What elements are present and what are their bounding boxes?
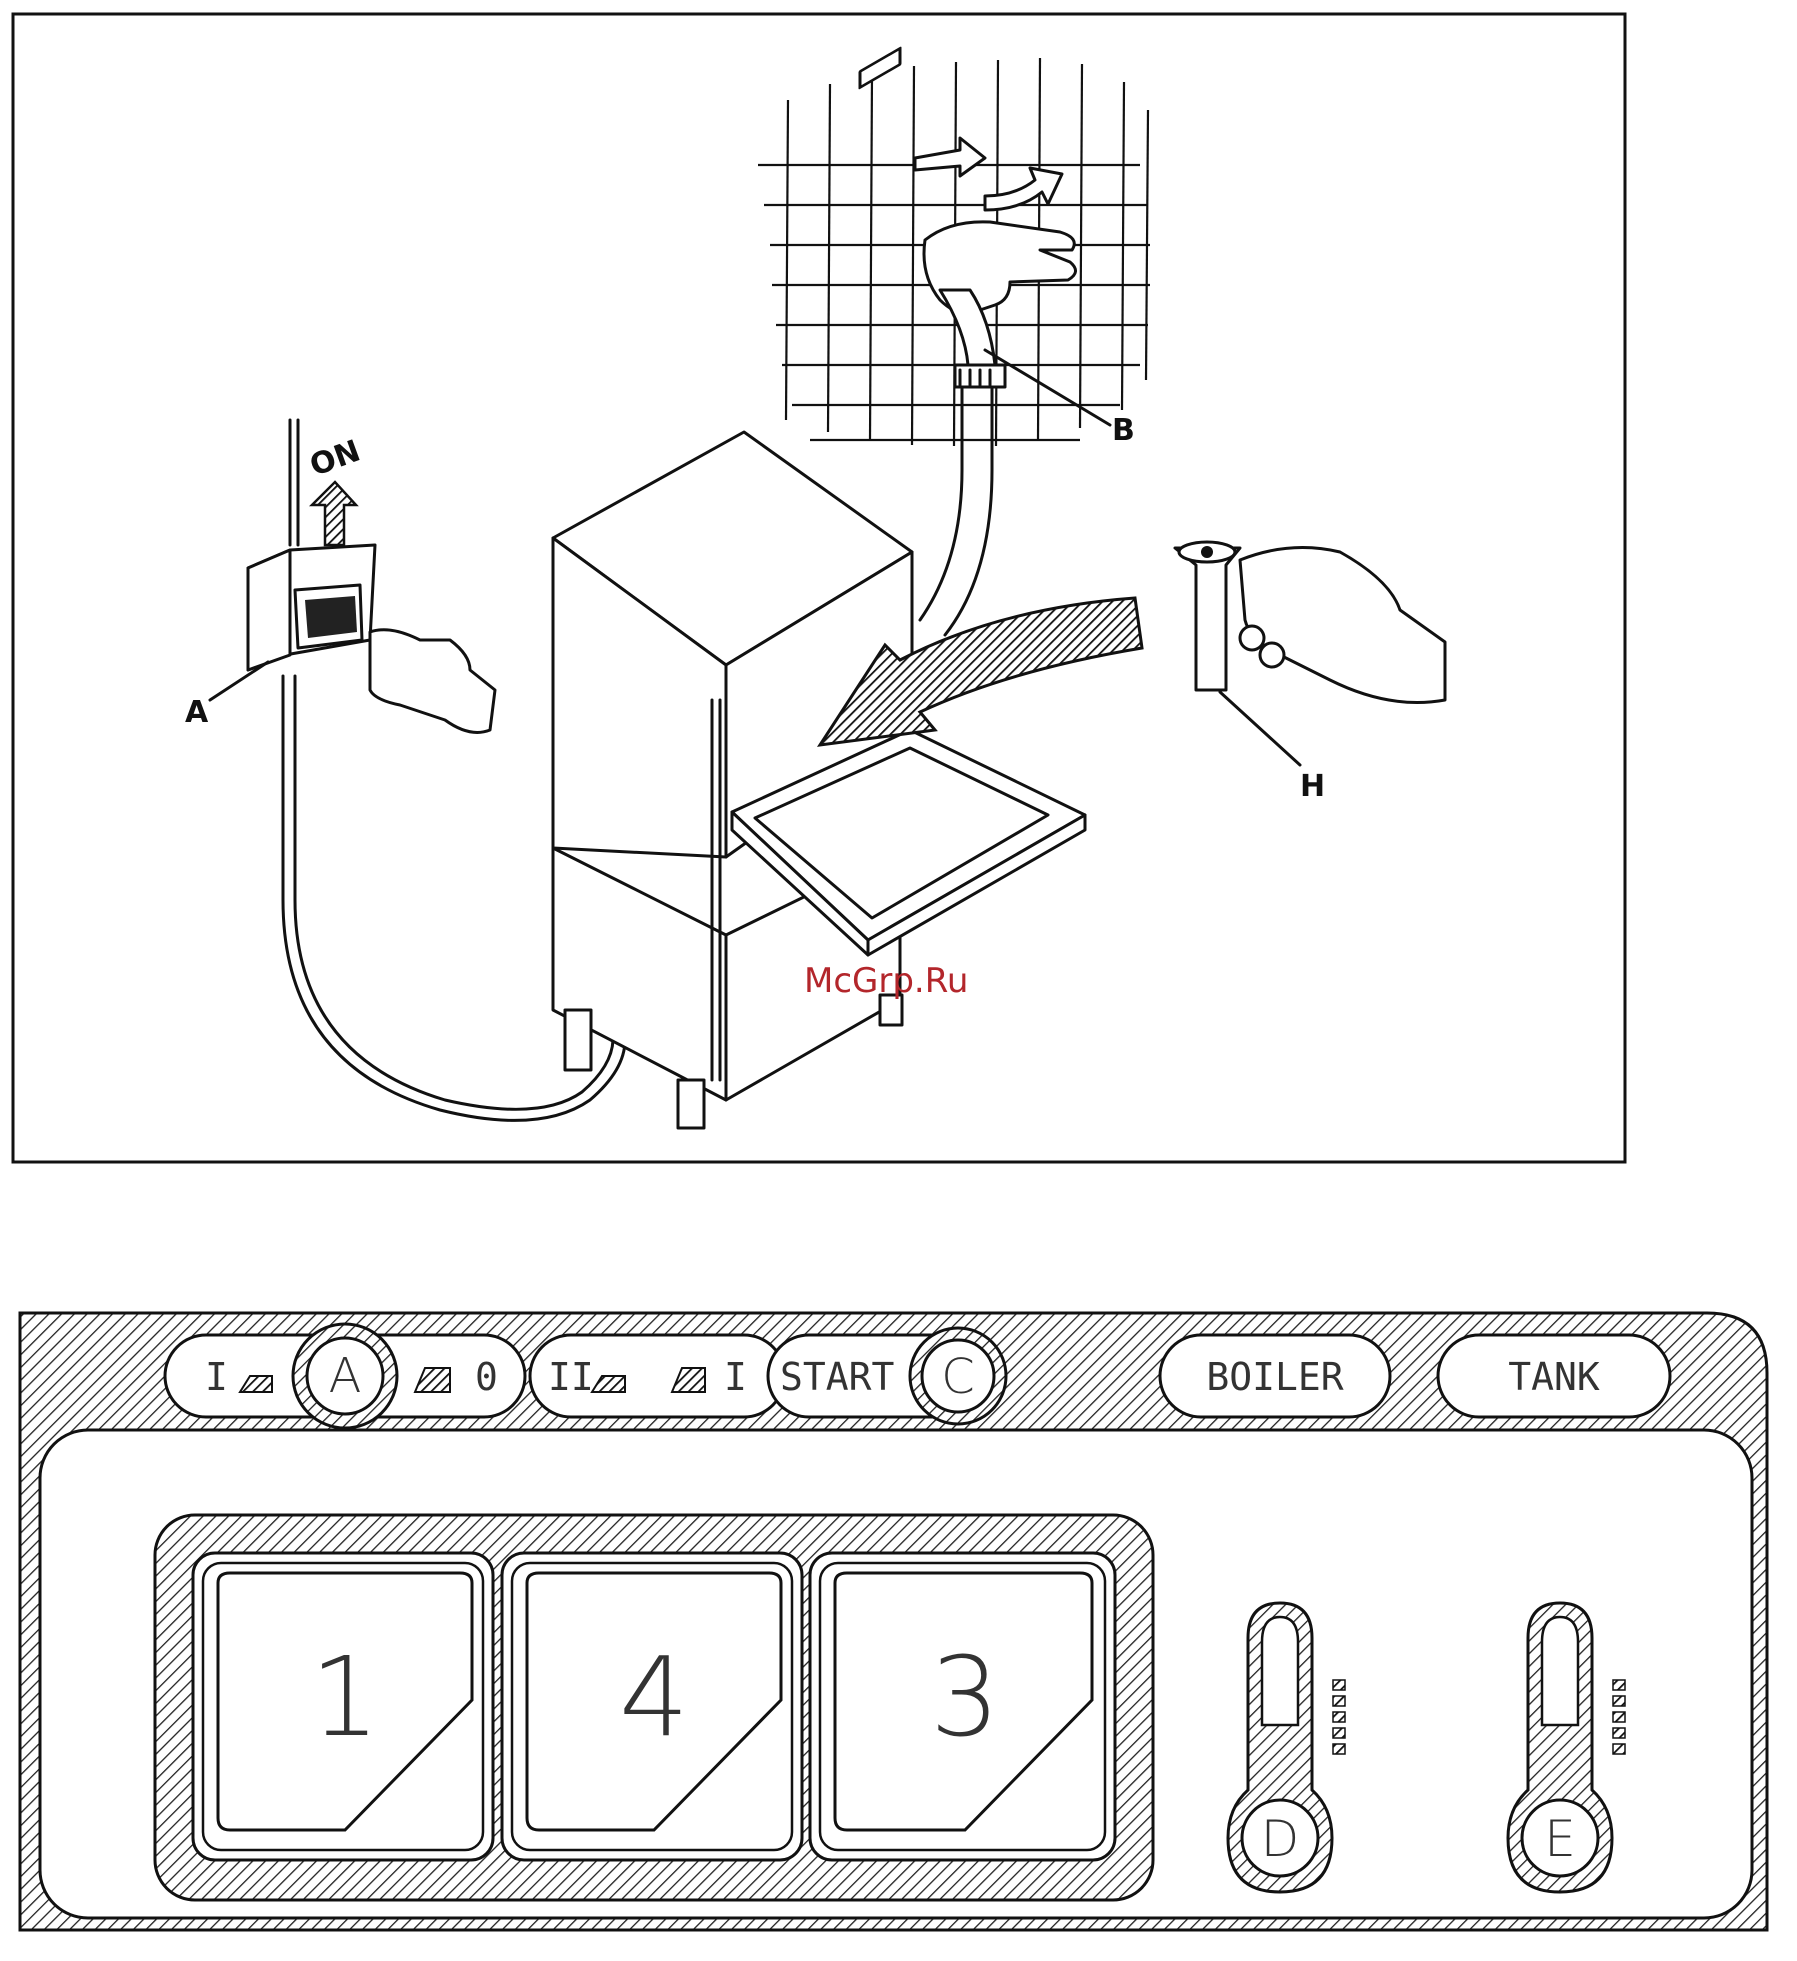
button-4-label: 4 <box>619 1633 689 1761</box>
boiler-label: BOILER <box>1206 1355 1343 1399</box>
start-label: START <box>780 1355 894 1399</box>
program-button-3[interactable]: 3 <box>810 1553 1115 1860</box>
switch-b-pos1: II <box>548 1355 594 1399</box>
switch-a-letter: A <box>329 1348 362 1404</box>
thermometer-e-tube <box>1542 1617 1578 1725</box>
thermometer-d-letter: D <box>1261 1810 1300 1868</box>
thermometer-d-tube <box>1262 1617 1298 1725</box>
start-letter: C <box>941 1349 975 1405</box>
tank-label: TANK <box>1508 1355 1600 1399</box>
start-button-group[interactable]: START C <box>768 1328 1006 1424</box>
installation-illustration: B ON A <box>13 14 1625 1162</box>
button-3-label: 3 <box>930 1633 1000 1761</box>
program-button-1[interactable]: 1 <box>193 1553 493 1860</box>
switch-b-group[interactable]: II I <box>530 1335 785 1417</box>
watermark: McGrp.Ru <box>804 961 968 1001</box>
switch-a-group[interactable]: A I 0 <box>165 1324 525 1428</box>
label-a: A <box>185 695 209 730</box>
label-b: B <box>1112 413 1135 448</box>
program-button-4[interactable]: 4 <box>502 1553 802 1860</box>
switch-a-pos1: I <box>205 1355 228 1399</box>
switch-b-pos2: I <box>724 1355 747 1399</box>
label-h: H <box>1300 769 1325 804</box>
control-panel: A I 0 II I START C BOILER TANK <box>20 1313 1767 1930</box>
button-1-label: 1 <box>310 1633 380 1761</box>
thermometer-e-letter: E <box>1544 1810 1576 1868</box>
switch-a-pos2: 0 <box>475 1355 498 1399</box>
